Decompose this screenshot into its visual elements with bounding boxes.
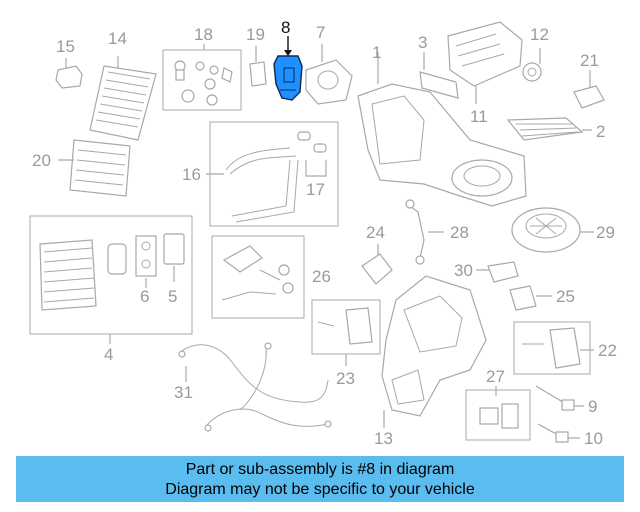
part-20-heater-core-alt bbox=[58, 139, 131, 197]
part-6-seals bbox=[107, 235, 157, 288]
part-18-clips bbox=[174, 44, 233, 106]
callout-24: 24 bbox=[366, 223, 385, 242]
callout-7: 7 bbox=[316, 23, 325, 42]
callout-10: 10 bbox=[584, 429, 603, 448]
part-13-lower-housing bbox=[381, 275, 487, 428]
callout-25: 25 bbox=[556, 287, 575, 306]
callout-29: 29 bbox=[596, 223, 615, 242]
part-4-evaporator bbox=[39, 239, 111, 344]
part-27-sensor bbox=[479, 386, 519, 429]
part-21-sensor bbox=[573, 70, 605, 109]
group-box-16 bbox=[209, 121, 339, 227]
part-24-actuator bbox=[361, 244, 393, 285]
part-31-wiring-harness bbox=[178, 342, 332, 432]
callout-27: 27 bbox=[486, 367, 505, 386]
parts-diagram: 8 15 14 18 19 7 1 3 12 21 11 2 20 16 17 … bbox=[29, 18, 617, 448]
callout-23: 23 bbox=[336, 369, 355, 388]
callout-28: 28 bbox=[450, 223, 469, 242]
group-box-26 bbox=[211, 235, 305, 319]
callout-9: 9 bbox=[588, 397, 597, 416]
callout-17: 17 bbox=[306, 180, 325, 199]
callout-1: 1 bbox=[372, 43, 381, 62]
callout-8: 8 bbox=[281, 18, 290, 37]
callout-11: 11 bbox=[470, 107, 488, 126]
callout-20: 20 bbox=[32, 151, 51, 170]
part-8-duct-highlighted bbox=[273, 36, 303, 101]
banner-line-2: Diagram may not be specific to your vehi… bbox=[165, 481, 475, 498]
part-9-sensor bbox=[535, 385, 584, 411]
part-11-top-duct bbox=[447, 21, 523, 104]
callout-12: 12 bbox=[530, 25, 549, 44]
callout-19: 19 bbox=[246, 25, 265, 44]
callout-22: 22 bbox=[598, 341, 617, 360]
part-3-actuator bbox=[419, 52, 459, 99]
callout-21: 21 bbox=[580, 51, 599, 70]
group-box-18 bbox=[162, 49, 242, 111]
callout-26: 26 bbox=[312, 267, 331, 286]
callout-14: 14 bbox=[108, 29, 127, 48]
part-30-damper bbox=[476, 261, 519, 283]
part-7-gasket bbox=[305, 44, 353, 105]
part-5-expansion-valve bbox=[163, 233, 185, 282]
part-23-bracket bbox=[317, 307, 373, 366]
part-2-cabin-filter bbox=[506, 117, 592, 141]
group-box-22 bbox=[513, 321, 591, 375]
part-17-fittings bbox=[297, 131, 327, 177]
callout-18: 18 bbox=[194, 25, 213, 44]
callout-3: 3 bbox=[418, 33, 427, 52]
part-12-clip bbox=[522, 48, 542, 82]
part-29-blower-motor bbox=[511, 207, 594, 253]
part-19-seal bbox=[249, 46, 267, 87]
callout-15: 15 bbox=[56, 37, 75, 56]
part-26-pipes bbox=[221, 245, 294, 301]
group-box-27 bbox=[465, 389, 531, 441]
callout-4: 4 bbox=[104, 345, 113, 364]
part-10-sensor bbox=[537, 423, 580, 443]
part-28-link-rod bbox=[405, 199, 444, 265]
part-1-hvac-housing bbox=[357, 52, 527, 207]
part-15-bracket bbox=[55, 58, 83, 89]
callout-5: 5 bbox=[168, 287, 177, 306]
callout-6: 6 bbox=[140, 287, 149, 306]
callout-13: 13 bbox=[374, 429, 393, 448]
part-16-hoses bbox=[206, 147, 299, 223]
callout-30: 30 bbox=[454, 261, 473, 280]
callout-16: 16 bbox=[182, 165, 201, 184]
callout-2: 2 bbox=[596, 122, 605, 141]
group-box-4 bbox=[29, 215, 193, 335]
banner-line-1: Part or sub-assembly is #8 in diagram bbox=[185, 461, 455, 478]
info-banner: Part or sub-assembly is #8 in diagram Di… bbox=[16, 456, 624, 502]
part-25-actuator bbox=[509, 285, 552, 311]
part-14-heater-core bbox=[89, 56, 157, 141]
part-22-cover bbox=[522, 327, 594, 369]
callout-31: 31 bbox=[174, 383, 193, 402]
